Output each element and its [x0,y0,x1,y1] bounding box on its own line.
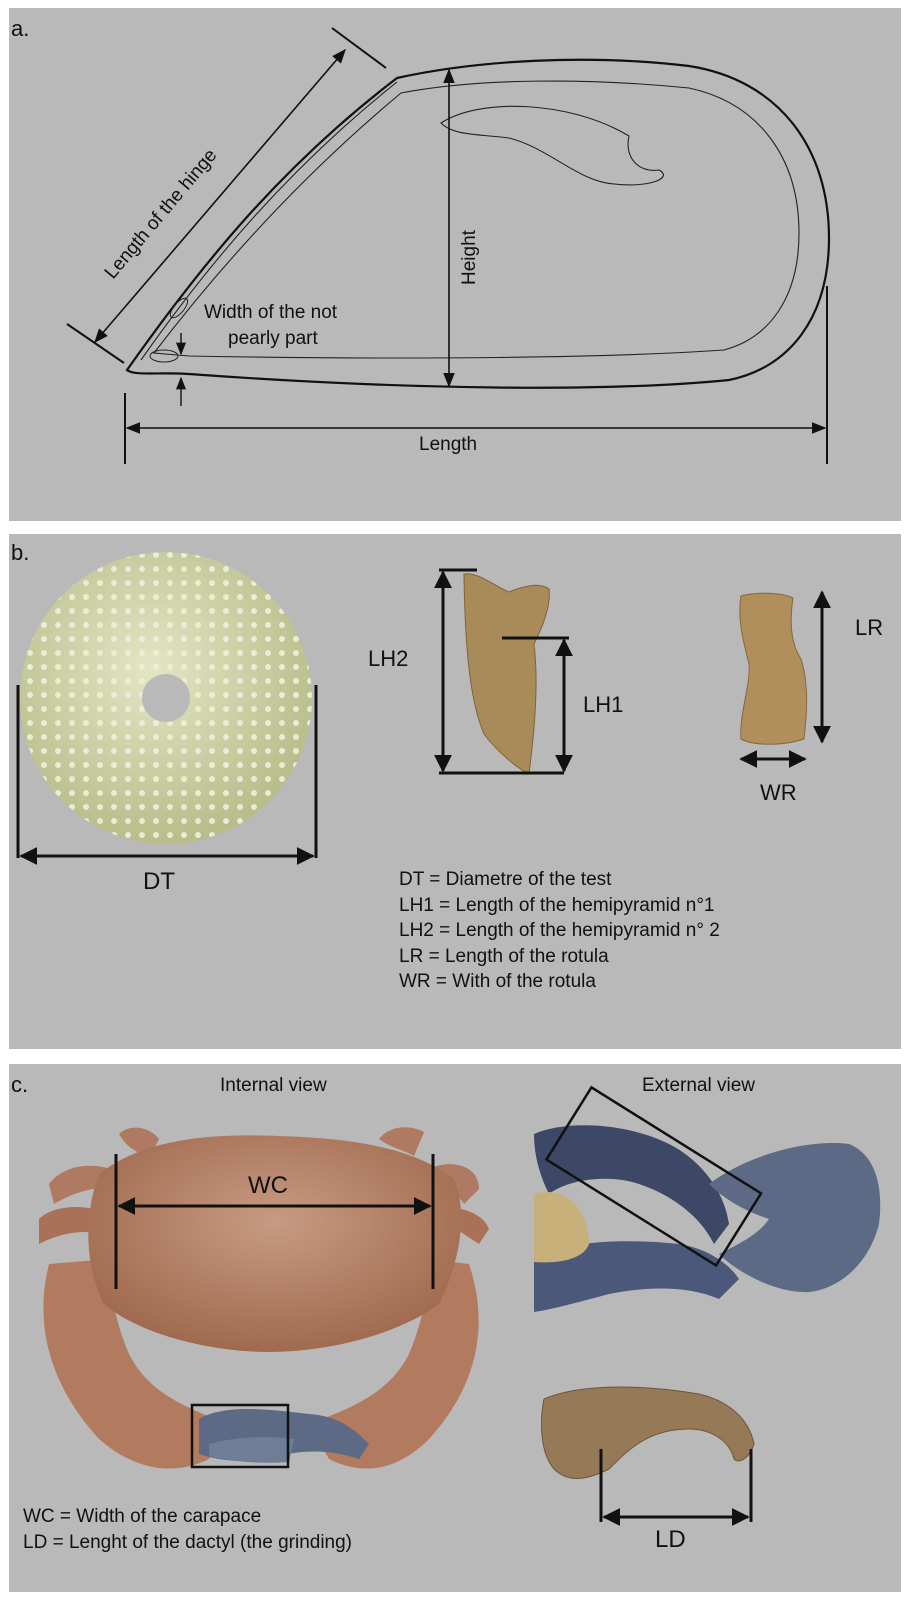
wr-label: WR [760,780,797,806]
height-label: Height [459,229,480,285]
panel-c-legend: WC = Width of the carapace LD = Lenght o… [23,1504,352,1555]
panel-b-legend: DT = Diametre of the test LH1 = Length o… [399,867,720,995]
rotula-photo [740,593,807,744]
ld-label: LD [655,1526,686,1554]
hinge-arrow [95,50,345,342]
legend-item: DT = Diametre of the test [399,867,720,893]
hinge-label: Length of the hinge [101,145,222,283]
legend-item: LH2 = Length of the hemipyramid n° 2 [399,918,720,944]
hinge-end-tick-bottom [67,324,124,363]
legend-item: LR = Length of the rotula [399,944,720,970]
lr-label: LR [855,615,883,641]
dt-label: DT [143,868,175,896]
hemipyramid-photo [464,574,549,774]
panel-b-urchin: b. [9,534,901,1049]
legend-item: WC = Width of the carapace [23,1504,352,1530]
dactyl-photo [541,1387,754,1478]
panel-c-crab: c. Internal view External view [9,1064,901,1592]
length-label: Length [419,434,477,456]
lh2-label: LH2 [368,646,408,672]
legend-item: WR = With of the rotula [399,969,720,995]
legend-item: LD = Lenght of the dactyl (the grinding) [23,1530,352,1556]
claw-external-photo [534,1125,880,1312]
wc-label: WC [248,1172,288,1200]
muscle-scar [441,106,663,185]
legend-item: LH1 = Length of the hemipyramid n°1 [399,893,720,919]
hinge-end-tick-top [332,28,386,68]
panel-a-mussel: a. Length of the hinge Height Wi [9,8,901,521]
width-label-line2: pearly part [228,328,318,350]
urchin-test-photo [20,552,312,844]
umbo-detail [150,350,178,362]
lh1-label: LH1 [583,692,623,718]
width-label-line1: Width of the not [204,302,337,324]
